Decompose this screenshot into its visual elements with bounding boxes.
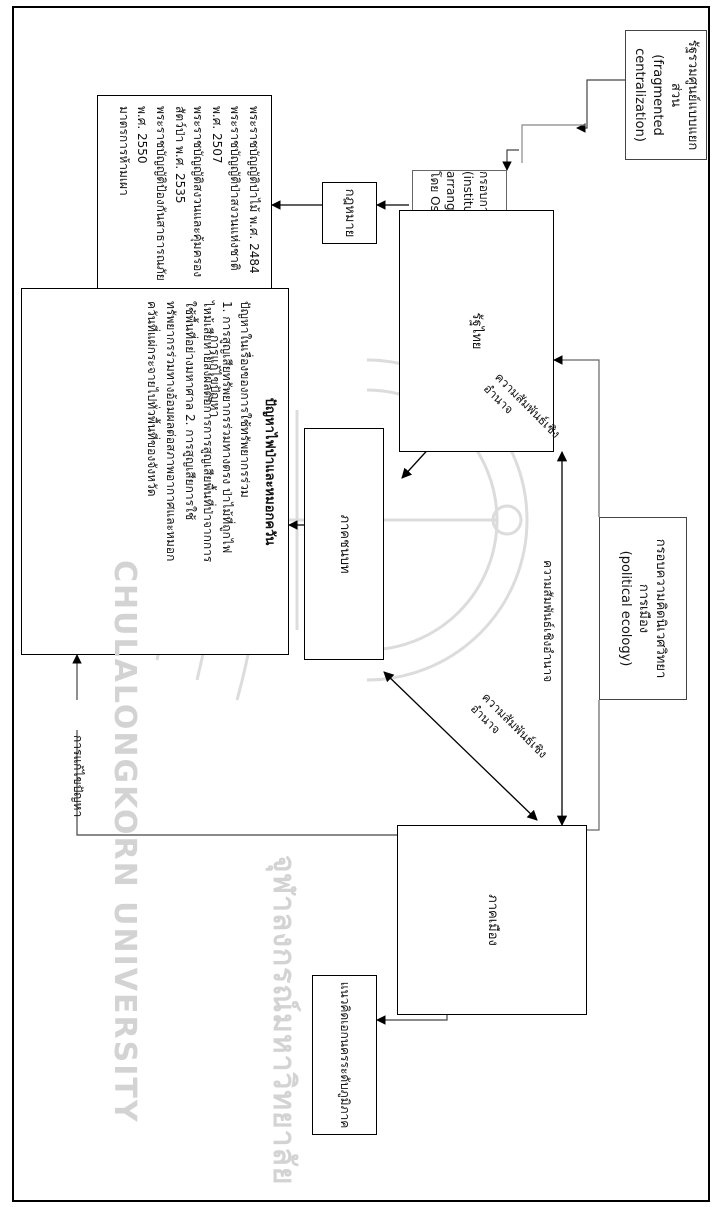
urban-label: ภาคเมือง xyxy=(484,894,500,946)
legislation-box: พระราชบัญญัติป่าไม้ พ.ศ. 2484 พระราชบัญญ… xyxy=(97,95,272,305)
power-relation-state-urban: ความสัมพันธ์เชิงอำนาจ xyxy=(541,560,555,683)
legislation-item-3: พ.ศ. 2507 xyxy=(209,106,224,164)
approach-label: แนวคิดเอกนครระดับภูมิภาค xyxy=(337,981,352,1129)
state-label: รัฐไทย xyxy=(469,312,485,350)
rural-label: ภาคชนบท xyxy=(336,514,352,574)
legislation-item-4: พระราชบัญญัติสงวนและคุ้มครอง xyxy=(191,106,206,278)
watermark-thai: จุฬาลงกรณ์มหาวิทยาลัย xyxy=(266,855,301,1186)
legislation-item-8: มาตรการห้ามเผา xyxy=(116,106,131,196)
fragmented-english: (fragmented centralization) xyxy=(632,48,665,142)
problem-title: ปัญหาไฟป่าและหมอกควัน xyxy=(262,397,277,546)
regional-primacy-box: แนวคิดเอกนครระดับภูมิภาค xyxy=(312,975,377,1135)
law-label: กฎหมาย xyxy=(342,188,358,238)
urban-box: ภาคเมือง xyxy=(397,825,587,1015)
solution-label-bottom: การแก้ไขปัญหา xyxy=(71,735,85,818)
solution-label-top: การแก้ไขปัญหา xyxy=(208,335,222,418)
law-box: กฎหมาย xyxy=(322,182,377,244)
fragmented-label: รัฐรวมศูนย์แบบแยกส่วน xyxy=(667,39,701,151)
fragmented-centralization-box: รัฐรวมศูนย์แบบแยกส่วน (fragmented centra… xyxy=(625,30,707,160)
outer-border xyxy=(12,6,710,1202)
problem-line-1: ปัญหาในเรื่องของการใช้ทรัพยากรร่วม xyxy=(238,301,253,498)
problem-line-4: ใช้พื้นที่อย่างมหาศาล 2. การสูญเสียการใช… xyxy=(182,301,197,521)
political-ecology-box: กรอบความคิดนิเวศวิทยาการเมือง (political… xyxy=(599,517,687,700)
legislation-item-1: พระราชบัญญัติป่าไม้ พ.ศ. 2484 xyxy=(247,106,261,274)
legislation-item-2: พระราชบัญญัติป่าสงวนแห่งชาติ xyxy=(228,106,243,271)
legislation-item-5: สัตว์ป่า พ.ศ. 2535 xyxy=(172,106,187,204)
rural-box: ภาคชนบท xyxy=(304,428,384,660)
problem-line-6: ควันที่แผ่กระจายไปทั่วพื้นที่ของจังหวัด xyxy=(145,301,160,497)
problem-line-5: ทรัพยากรร่วมทางอ้อมผลต่อสภาพอากาศและหมอก xyxy=(164,301,179,562)
wildfire-problem-box: ปัญหาไฟป่าและหมอกควัน ปัญหาในเรื่องของกา… xyxy=(21,288,289,655)
political-ecology-label: กรอบความคิดนิเวศวิทยาการเมือง xyxy=(635,538,669,679)
legislation-item-6: พระราชบัญญัติป้องกันสาธารณภัย xyxy=(154,106,169,281)
legislation-item-7: พ.ศ. 2550 xyxy=(135,106,150,164)
political-ecology-english: (political ecology) xyxy=(618,550,634,667)
